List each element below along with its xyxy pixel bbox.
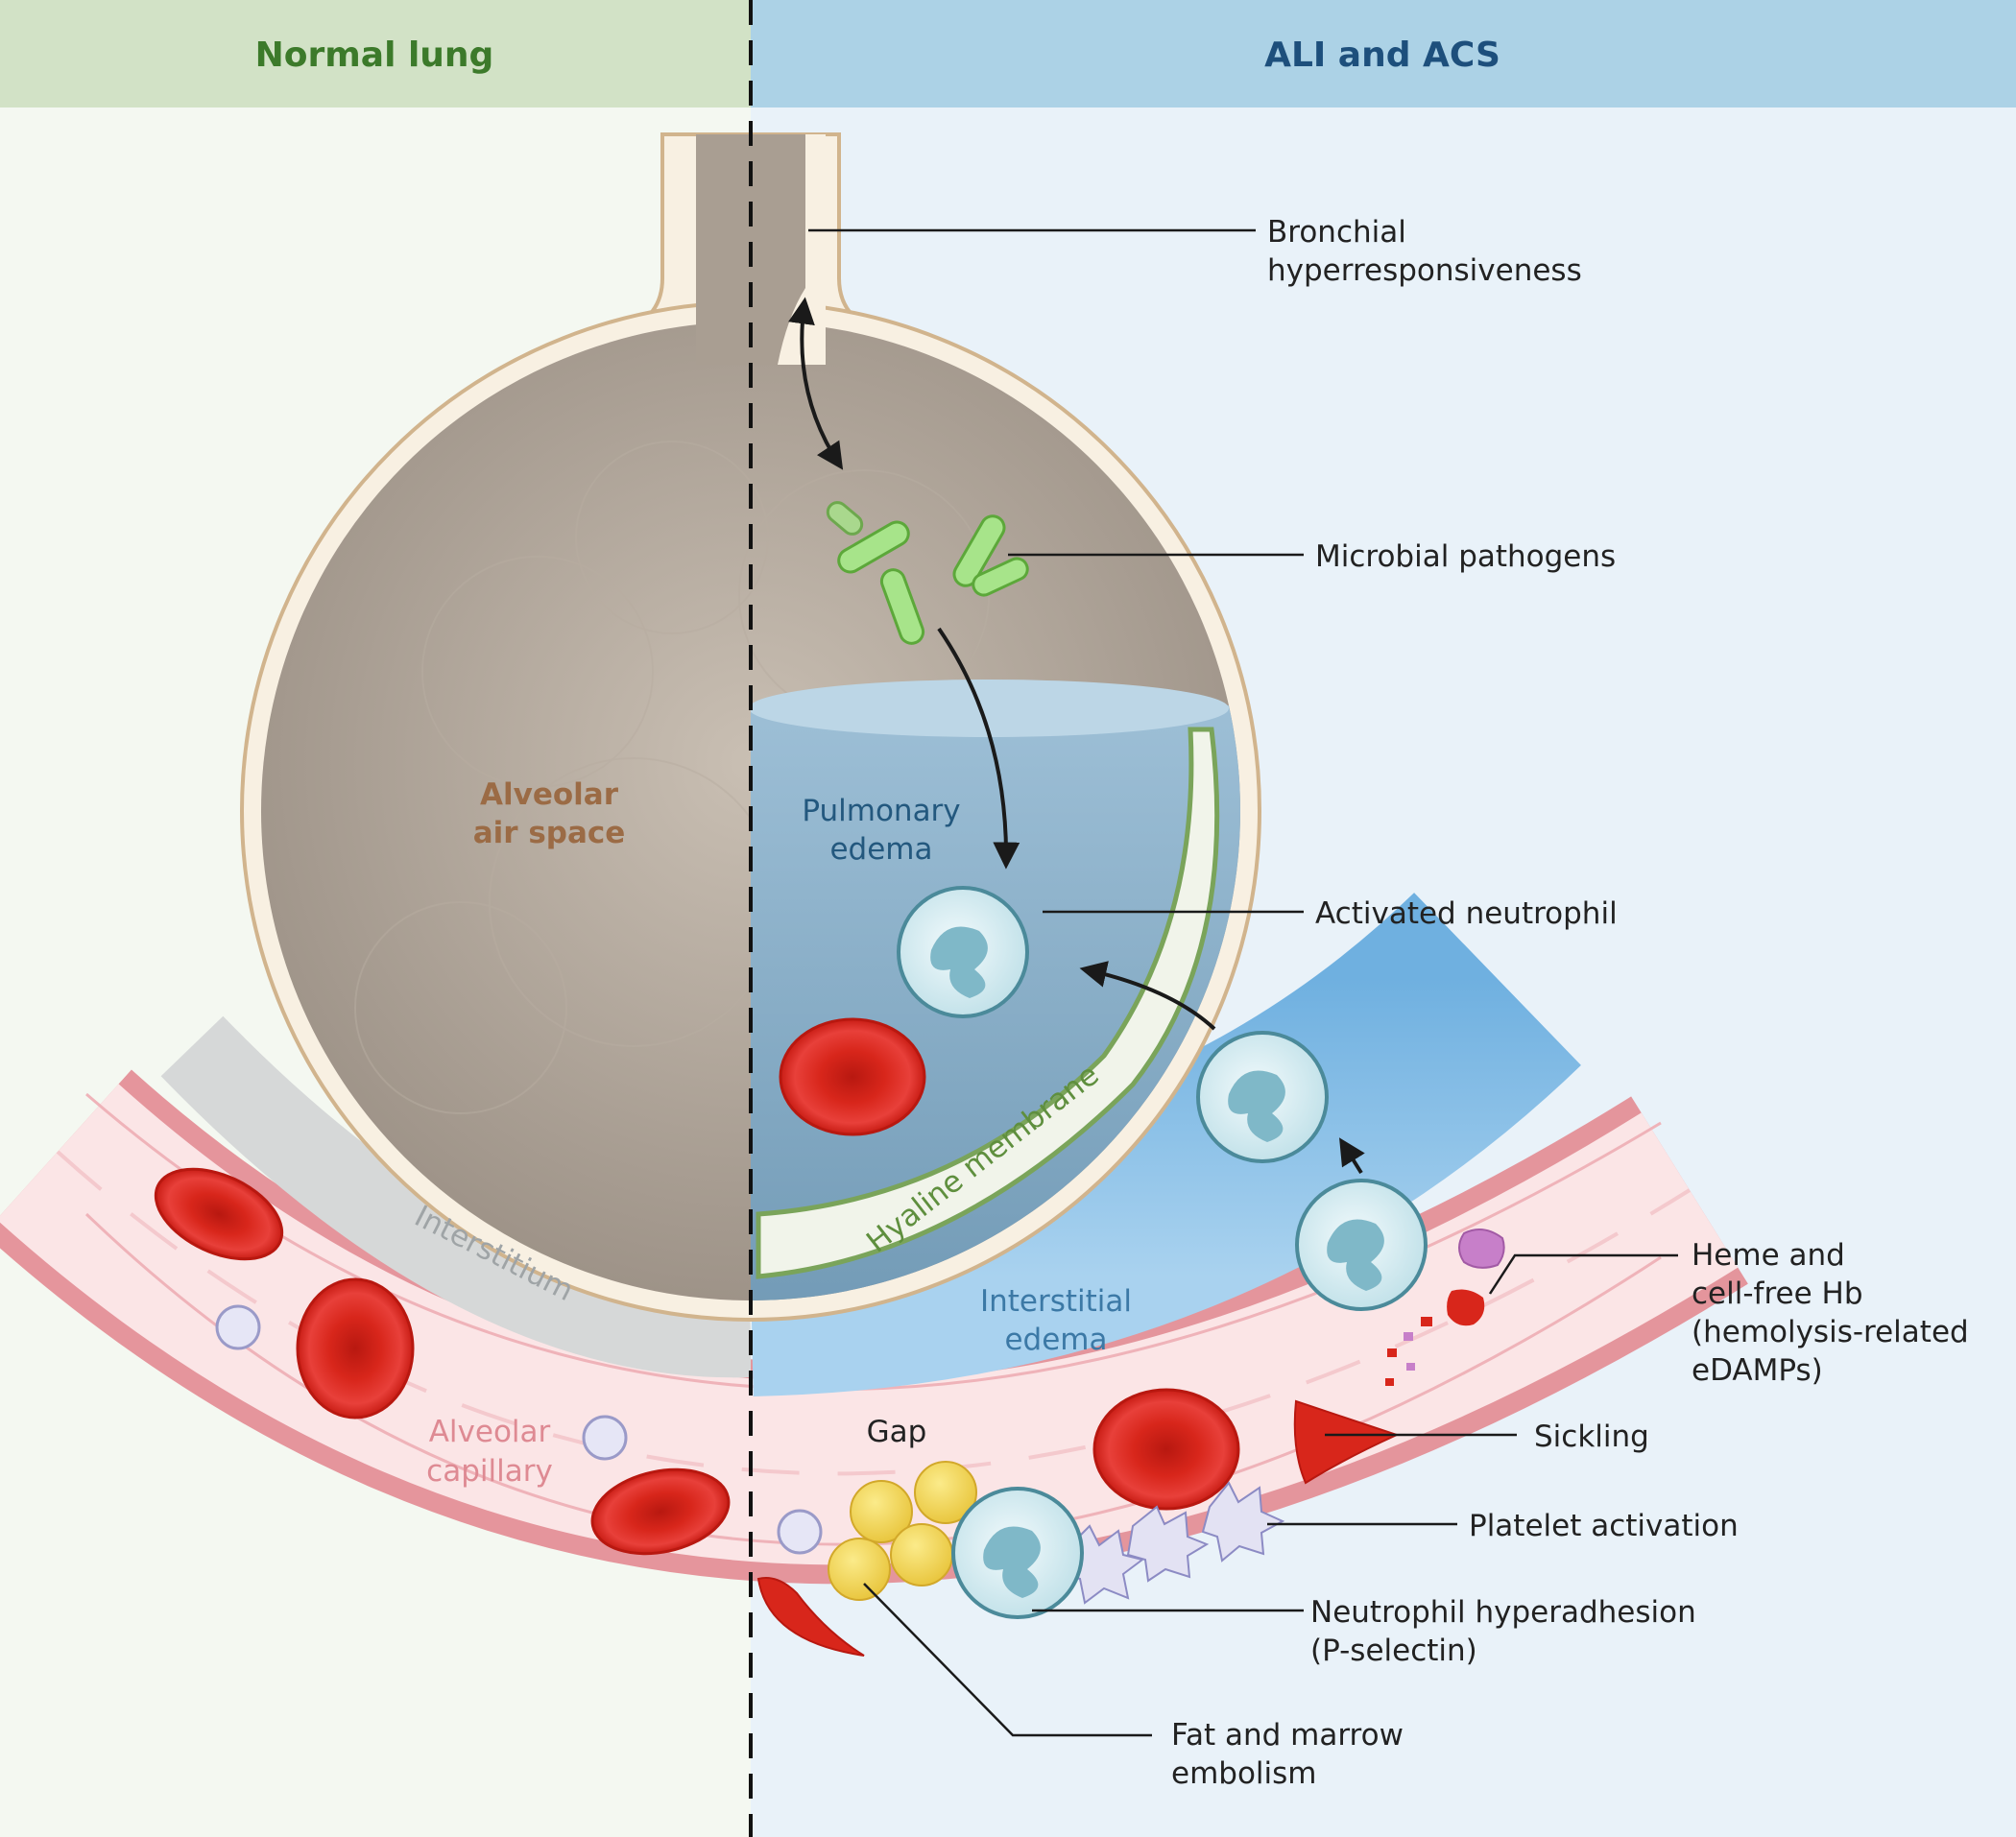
callout-hyperadhesion-1: Neutrophil hyperadhesion	[1310, 1595, 1696, 1630]
label-gap: Gap	[867, 1415, 927, 1449]
label-alveolar-capillary-2: capillary	[426, 1454, 553, 1489]
right-header-bg	[751, 0, 2016, 107]
left-header-title: Normal lung	[255, 36, 494, 75]
red-blood-cell	[779, 1017, 926, 1136]
neutrophil-migrating	[1196, 1031, 1329, 1163]
sickle-cell	[1293, 1399, 1400, 1485]
callout-bronchial-2: hyperresponsiveness	[1267, 253, 1582, 288]
lymphocyte-cell	[215, 1304, 261, 1350]
rbc-group	[154, 1017, 1240, 1556]
flow-arrows	[788, 297, 1365, 1175]
sickle-cell	[756, 1577, 865, 1657]
lymphocyte-cell	[777, 1509, 823, 1555]
label-pulmonary-edema-2: edema	[829, 832, 932, 867]
callout-heme-2: cell-free Hb	[1692, 1276, 1863, 1311]
label-alveolar-air-space-1: Alveolar	[480, 777, 619, 812]
red-blood-cell	[1092, 1388, 1240, 1511]
callout-sickling: Sickling	[1534, 1420, 1649, 1454]
label-pulmonary-edema-1: Pulmonary	[802, 794, 960, 828]
callout-heme-3: (hemolysis-related	[1692, 1315, 1969, 1349]
callout-fat-embolism-1: Fat and marrow	[1171, 1718, 1404, 1753]
callout-leaders	[808, 228, 1678, 1737]
label-interstitial-edema-2: edema	[1004, 1323, 1107, 1357]
neutrophil-activated	[897, 886, 1029, 1018]
label-alveolar-capillary-1: Alveolar	[429, 1415, 551, 1449]
lymphocyte-cell	[582, 1415, 628, 1461]
callout-fat-embolism-2: embolism	[1171, 1756, 1317, 1791]
callout-heme-4: eDAMPs)	[1692, 1353, 1823, 1388]
fat-emboli	[828, 1461, 977, 1601]
red-blood-cell	[296, 1277, 415, 1420]
red-blood-cell	[590, 1467, 731, 1556]
callout-hyperadhesion-2: (P-selectin)	[1310, 1634, 1477, 1668]
left-header-bg	[0, 0, 751, 107]
heme-particles	[1385, 1229, 1505, 1386]
microbial-pathogens	[826, 501, 1029, 645]
neutrophil-hyperadhesive	[951, 1487, 1084, 1619]
callout-activated-neutrophil: Activated neutrophil	[1315, 896, 1618, 931]
callout-platelet-activation: Platelet activation	[1469, 1509, 1739, 1543]
neutrophil-adherent	[1295, 1179, 1428, 1311]
interstitium-band	[160, 1015, 751, 1378]
right-header-title: ALI and ACS	[1264, 36, 1500, 75]
callout-microbial-pathogens: Microbial pathogens	[1315, 539, 1616, 574]
neutrophil-cells	[897, 886, 1428, 1619]
red-blood-cell	[154, 1167, 284, 1261]
callout-bronchial-1: Bronchial	[1267, 215, 1406, 250]
hyaline-membrane	[756, 727, 1220, 1279]
label-interstitial-edema-1: Interstitial	[980, 1284, 1132, 1319]
label-alveolar-air-space-2: air space	[473, 816, 626, 850]
callout-heme-1: Heme and	[1692, 1238, 1845, 1273]
